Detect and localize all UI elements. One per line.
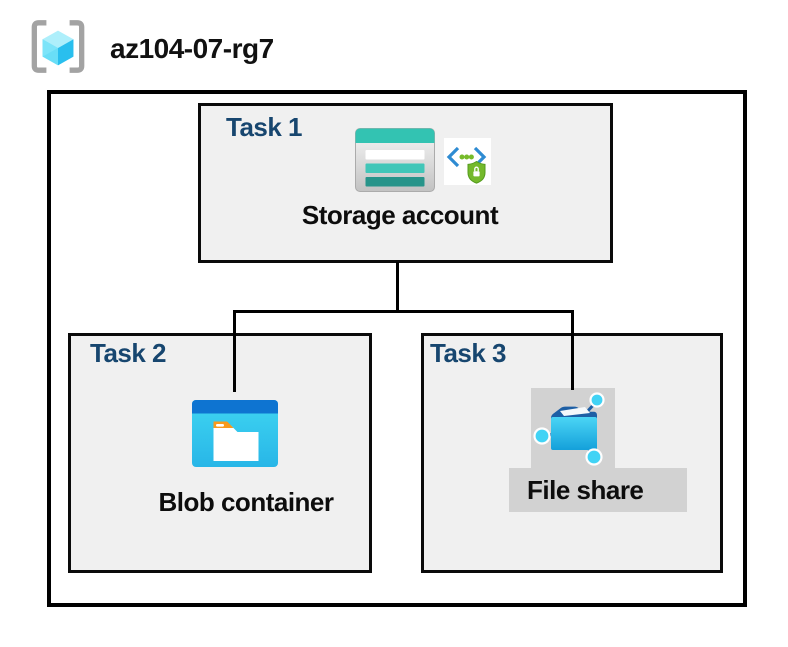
- connector-to-blob-container: [233, 310, 236, 392]
- task3-box: Task 3 File share: [421, 333, 723, 573]
- resource-group-icon: [31, 20, 85, 73]
- file-share-icon: [533, 392, 605, 466]
- file-share-label: File share: [527, 475, 644, 505]
- secure-access-shield-icon: [444, 138, 491, 185]
- file-share-label-background: File share: [509, 468, 687, 512]
- task3-label: Task 3: [430, 338, 507, 368]
- task1-label: Task 1: [226, 112, 303, 142]
- file-share-icon-background: [531, 388, 615, 468]
- connector-storage-stem: [396, 262, 399, 312]
- storage-account-icon: [355, 128, 435, 192]
- task2-label: Task 2: [90, 338, 167, 368]
- connector-to-file-share: [571, 310, 574, 390]
- task1-box: Task 1 Storage account: [198, 103, 613, 263]
- connector-horizontal: [233, 310, 574, 313]
- blob-container-icon: [192, 400, 278, 467]
- task2-box: Task 2 Blob container: [68, 333, 372, 573]
- resource-group-title: az104-07-rg7: [110, 33, 274, 64]
- storage-account-label: Storage account: [301, 200, 499, 230]
- blob-container-label: Blob container: [158, 487, 334, 517]
